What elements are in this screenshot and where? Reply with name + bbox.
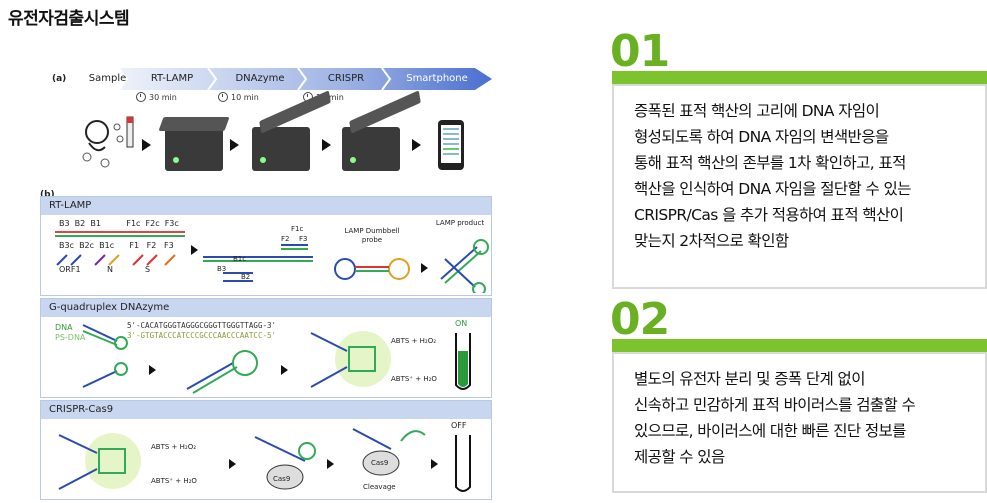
primers-bottom: B3c B2c B1c F1 F2 F3: [59, 241, 174, 250]
sample-person-icon: [82, 116, 134, 168]
lamp-probe-label: LAMP Dumbbell probe: [344, 227, 400, 244]
gene-orf1: ORF1: [59, 265, 81, 274]
abts-top: ABTS + H₂O₂: [391, 337, 437, 345]
abts-bottom: ABTS⁺ + H₂O: [391, 375, 437, 383]
panel-a-label: (a): [52, 74, 67, 84]
label-b1c: B1c: [233, 255, 247, 263]
arrow-icon: [431, 459, 438, 469]
workflow-step-dnazyme: DNAzyme: [235, 73, 285, 84]
test-tube-off-icon: [455, 435, 471, 492]
dnazyme-header: G-quadruplex DNAzyme: [41, 299, 491, 317]
crispr-device: [342, 90, 421, 171]
dna-hairpin-diagram: [82, 324, 128, 388]
workflow-step-sample: Sample: [88, 73, 127, 84]
workflow-step-smartphone: Smartphone: [406, 73, 468, 84]
stopwatch-icon: [136, 92, 146, 102]
ps-dna-label: PS-DNA: [55, 333, 86, 342]
timer-dnazyme: 10 min: [218, 92, 259, 102]
g-quadruplex-diagram: [310, 331, 391, 388]
page-title: 유전자검출시스템: [8, 9, 130, 29]
label-f2: F2: [281, 235, 290, 243]
primer-arrows: [56, 254, 176, 266]
gene-n: N: [107, 265, 113, 274]
label-f1c: F1c: [291, 225, 304, 233]
cas9-label-2: Cas9: [371, 459, 389, 467]
cleavage-label: Cleavage: [363, 483, 396, 491]
rt-lamp-header: RT-LAMP: [41, 197, 491, 215]
stopwatch-icon: [218, 92, 228, 102]
label-f3: F3: [299, 235, 308, 243]
gene-s: S: [145, 265, 151, 274]
arrow-icon: [230, 139, 239, 151]
primers-top: B3 B2 B1 F1c F2c F3c: [59, 219, 179, 228]
lamp-amplification-diagram: [203, 244, 313, 282]
section-text-01: 증폭된 표적 핵산의 고리에 DNA 자임이 형성되도록 하여 DNA 자임의 …: [634, 102, 911, 250]
section-bar-02: [612, 339, 987, 352]
arrow-icon: [412, 139, 421, 151]
label-b2: B2: [241, 273, 251, 281]
section-number-01: 01: [610, 26, 670, 77]
smartphone-icon: [438, 120, 464, 170]
lamp-product-label: LAMP product: [435, 219, 485, 227]
rt-lamp-device: [158, 117, 230, 171]
cas9-binding-diagram: [254, 436, 316, 490]
arrow-icon: [327, 459, 334, 469]
figure: (a) Sample RT-LAMP DNAzyme CRISPR Smartp…: [40, 62, 492, 500]
target-strand: [55, 231, 185, 237]
timer-rt-lamp: 30 min: [136, 92, 177, 102]
arrow-icon: [421, 263, 428, 273]
sequence-top: 5'-CACATGGGTAGGGCGGGTTGGGTTAGG-3': [127, 321, 277, 330]
arrow-icon: [149, 365, 156, 375]
section-number-02: 02: [610, 294, 670, 345]
label-b3: B3: [217, 265, 227, 273]
arrow-icon: [229, 459, 236, 469]
dnazyme-panel: G-quadruplex DNAzyme DNA PS-DNA 5'-CACAT…: [40, 298, 492, 398]
workflow-step-crispr: CRISPR: [327, 73, 365, 84]
crispr-g-quadruplex-diagram: [58, 433, 141, 490]
workflow-step-rt-lamp: RT-LAMP: [150, 73, 194, 84]
section-bar-01: [612, 71, 987, 84]
arrow-icon: [191, 245, 198, 255]
workflow-bar: [120, 68, 492, 90]
lamp-product-diagram: [440, 239, 489, 293]
crispr-abts-bottom: ABTS⁺ + H₂O: [151, 477, 197, 485]
cas9-label-1: Cas9: [273, 475, 291, 483]
crispr-header: CRISPR-Cas9: [41, 401, 491, 419]
panel-b-label: (b): [40, 190, 55, 200]
tube-on-label: ON: [455, 319, 468, 328]
dnazyme-loop-diagram: [186, 350, 258, 394]
rt-lamp-panel: RT-LAMP B3 B2 B1 F1c F2c F3c B3c B2c B1c…: [40, 196, 492, 296]
section-text-02: 별도의 유전자 분리 및 증폭 단계 없이 신속하고 민감하게 표적 바이러스를…: [634, 370, 916, 466]
dnazyme-device: [252, 90, 331, 171]
crispr-panel: CRISPR-Cas9 ABTS + H₂O₂ ABTS⁺ + H₂O Cas9: [40, 400, 492, 500]
dumbbell-probe: [334, 258, 410, 280]
crispr-abts-top: ABTS + H₂O₂: [151, 443, 197, 451]
sequence-bottom: 3'-GTGTACCCATCCCGCCCAACCCAATCC-5': [127, 331, 277, 340]
tube-off-label: OFF: [451, 421, 467, 430]
dna-label: DNA: [55, 323, 73, 332]
section-text-box-01: 증폭된 표적 핵산의 고리에 DNA 자임이 형성되도록 하여 DNA 자임의 …: [612, 84, 987, 289]
arrow-icon: [281, 365, 288, 375]
arrow-icon: [142, 139, 151, 151]
test-tube-on-icon: [455, 333, 471, 390]
arrow-icon: [322, 139, 331, 151]
cas9-cleavage-diagram: [352, 428, 426, 476]
section-text-box-02: 별도의 유전자 분리 및 증폭 단계 없이 신속하고 민감하게 표적 바이러스를…: [612, 352, 987, 493]
